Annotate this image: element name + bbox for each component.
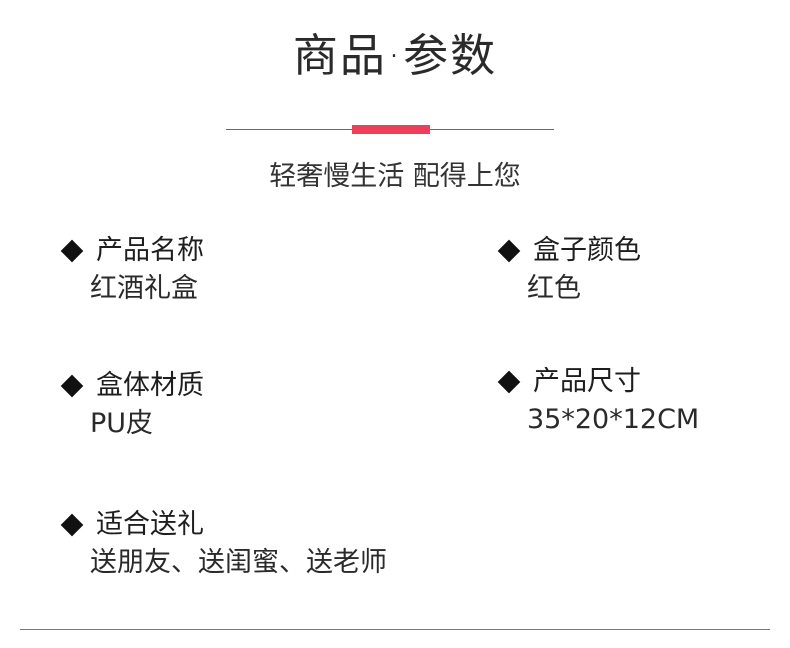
spec-value: 红酒礼盒 <box>90 273 198 304</box>
page-title: 商品·参数 <box>292 29 498 82</box>
spec-gift-suitability: 适合送礼 送朋友、送闺蜜、送老师 <box>57 507 387 581</box>
spec-label: 产品尺寸 <box>533 366 641 397</box>
title-accent-bar <box>352 125 430 134</box>
spec-product-name: 产品名称 红酒礼盒 <box>57 233 204 307</box>
spec-value: PU皮 <box>90 408 154 439</box>
spec-label: 适合送礼 <box>96 509 204 540</box>
diamond-bullet-icon <box>60 239 84 263</box>
spec-box-material: 盒体材质 PU皮 <box>57 368 204 442</box>
spec-value: 35*20*12CM <box>527 404 700 435</box>
diamond-bullet-icon <box>497 239 521 263</box>
spec-label: 盒子颜色 <box>533 235 641 266</box>
bottom-divider <box>20 629 770 630</box>
spec-product-size: 产品尺寸 35*20*12CM <box>494 364 699 438</box>
spec-label: 产品名称 <box>96 235 204 266</box>
diamond-bullet-icon <box>60 374 84 398</box>
spec-label: 盒体材质 <box>96 370 204 401</box>
spec-box-color: 盒子颜色 红色 <box>494 233 641 307</box>
diamond-bullet-icon <box>60 513 84 537</box>
spec-value: 送朋友、送闺蜜、送老师 <box>90 547 387 578</box>
spec-value: 红色 <box>527 273 581 304</box>
page-subtitle: 轻奢慢生活 配得上您 <box>269 161 521 192</box>
diamond-bullet-icon <box>497 370 521 394</box>
